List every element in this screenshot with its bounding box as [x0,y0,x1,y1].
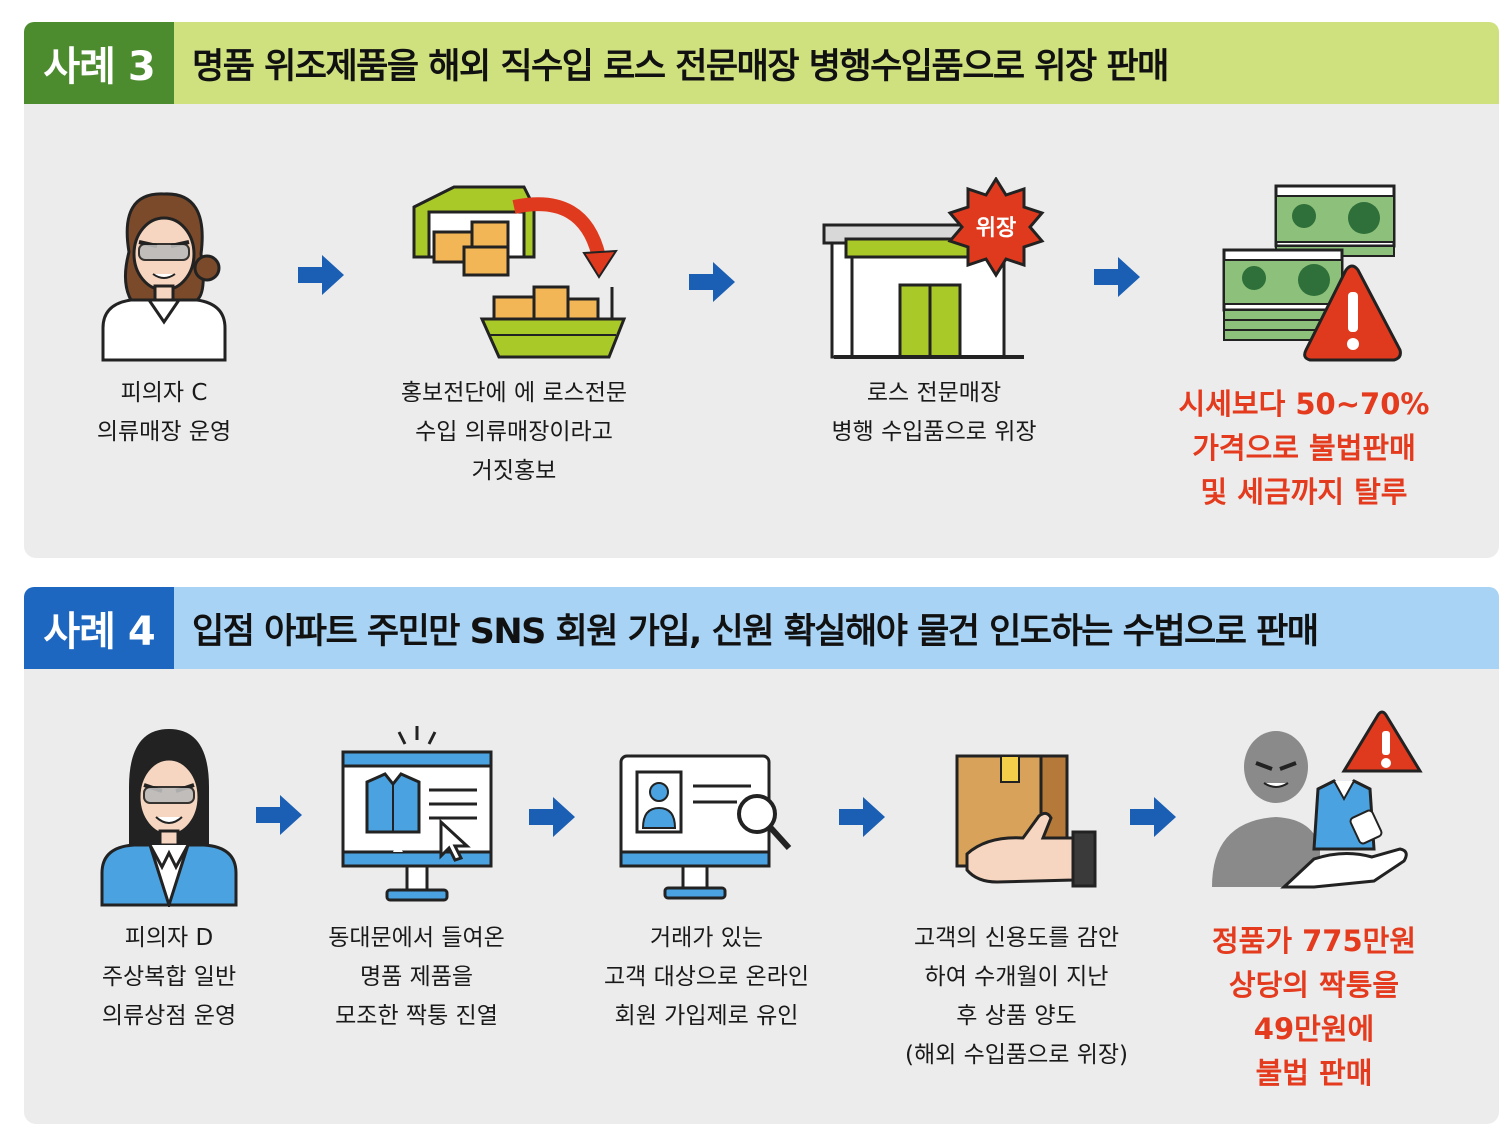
shady-seller-icon [1212,710,1423,889]
suspect-d-icon [100,729,238,907]
case-4-step-4-caption: 고객의 신용도를 감안 하여 수개월이 지난 후 상품 양도 (해외 수입품으로… [904,925,1128,1068]
case-4-step-2-caption: 동대문에서 들여온 명품 제품을 모조한 짝퉁 진열 [328,925,505,1029]
arrow-right-icon [298,255,344,295]
case-3-step-2-caption: 홍보전단에 에 로스전문 수입 의류매장이라고 거짓홍보 [400,380,628,484]
hand-box-icon [955,754,1096,888]
case-4-step-monitor-shirt: 동대문에서 들여온 명품 제품을 모조한 짝퉁 진열 [304,724,529,1036]
case-3-step-warehouse-ship: 홍보전단에 에 로스전문 수입 의류매장이라고 거짓홍보 [369,177,659,491]
monitor-id-search-icon [619,754,791,900]
case-4-step-hand-box: 고객의 신용도를 감안 하여 수개월이 지난 후 상품 양도 (해외 수입품으로… [884,752,1149,1075]
case-3-step-cash-warning: 시세보다 50~70% 가격으로 불법판매 및 세금까지 탈루 [1154,180,1454,514]
arrow-right-icon [256,795,302,835]
case-3-step-4-caption: 시세보다 50~70% 가격으로 불법판매 및 세금까지 탈루 [1178,387,1430,509]
cash-warning-icon [1222,184,1402,362]
case-3-section: 사례 3 명품 위조제품을 해외 직수입 로스 전문매장 병행수입품으로 위장 … [24,22,1499,558]
arrow-right-icon [1130,797,1176,837]
case-4-title: 입점 아파트 주민만 SNS 회원 가입, 신원 확실해야 물건 인도하는 수법… [174,587,1499,669]
case-4-step-shady-seller: 정품가 775만원 상당의 짝퉁을 49만원에 불법 판매 [1174,709,1454,1095]
case-4-step-5-caption: 정품가 775만원 상당의 짝퉁을 49만원에 불법 판매 [1211,924,1417,1090]
case-4-step-monitor-id: 거래가 있는 고객 대상으로 온라인 회원 가입제로 유인 [579,752,834,1036]
warehouse-ship-icon [412,185,627,359]
case-4-section: 사례 4 입점 아파트 주민만 SNS 회원 가입, 신원 확실해야 물건 인도… [24,587,1499,1124]
case-4-tag: 사례 4 [24,587,174,669]
store-disguise-icon: 위장 [822,177,1045,359]
arrow-right-icon [689,262,735,302]
case-3-step-store: 위장 로스 전문매장 병행 수입품으로 위장 [784,177,1084,452]
case-4-step-3-caption: 거래가 있는 고객 대상으로 온라인 회원 가입제로 유인 [603,925,810,1029]
case-3-step-1-caption: 피의자 C 의류매장 운영 [96,380,232,445]
arrow-right-icon [839,797,885,837]
case-3-header: 사례 3 명품 위조제품을 해외 직수입 로스 전문매장 병행수입품으로 위장 … [24,22,1499,104]
disguise-badge: 위장 [976,216,1016,241]
case-4-step-suspect: 피의자 D 주상복합 일반 의류상점 운영 [79,727,259,1036]
case-3-step-3-caption: 로스 전문매장 병행 수입품으로 위장 [831,380,1037,445]
case-4-step-1-caption: 피의자 D 주상복합 일반 의류상점 운영 [101,925,237,1029]
case-4-header: 사례 4 입점 아파트 주민만 SNS 회원 가입, 신원 확실해야 물건 인도… [24,587,1499,669]
case-3-step-suspect: 피의자 C 의류매장 운영 [84,182,244,452]
arrow-right-icon [529,797,575,837]
monitor-shirt-icon [341,726,492,902]
case-3-title: 명품 위조제품을 해외 직수입 로스 전문매장 병행수입품으로 위장 판매 [174,22,1499,104]
case-3-tag: 사례 3 [24,22,174,104]
arrow-right-icon [1094,257,1140,297]
suspect-c-icon [101,192,227,362]
